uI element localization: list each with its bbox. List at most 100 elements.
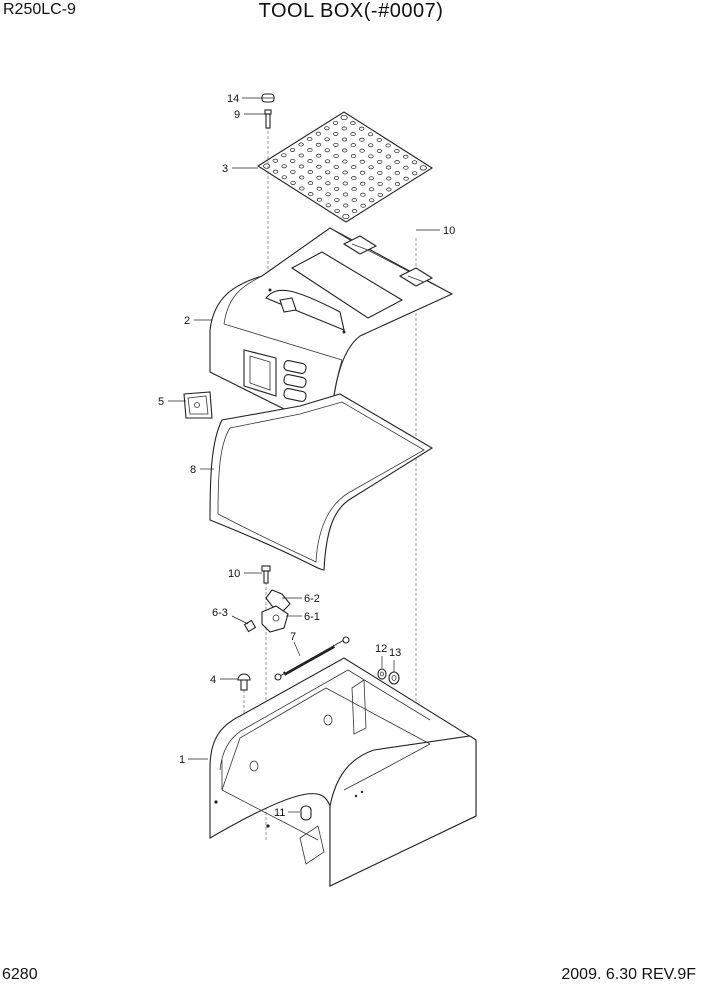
plate-hole xyxy=(333,175,340,180)
plate-hole xyxy=(324,137,330,142)
plate-hole xyxy=(340,114,348,121)
plate-hole xyxy=(324,148,330,153)
plate-hole xyxy=(377,159,383,164)
plate-hole xyxy=(394,160,400,165)
plate-hole xyxy=(351,165,357,170)
plate-hole xyxy=(290,180,296,185)
label-1: 1 xyxy=(179,754,185,766)
plate-hole xyxy=(307,181,314,186)
plate-hole xyxy=(316,175,322,180)
seal-frame xyxy=(209,393,434,571)
plate-hole xyxy=(342,170,348,175)
plate-hole xyxy=(342,148,348,153)
plate-hole xyxy=(325,170,331,175)
plate-hole xyxy=(385,154,391,159)
latch-plate xyxy=(183,391,213,419)
plate-hole xyxy=(394,182,401,187)
plate-hole xyxy=(351,198,357,203)
plate-hole xyxy=(360,181,366,186)
label-6-1: 6-1 xyxy=(304,611,320,623)
plate-hole xyxy=(360,192,366,197)
plate-hole xyxy=(351,176,357,181)
plate-hole xyxy=(333,164,339,169)
bolt-14 xyxy=(261,93,275,103)
toolbox-body xyxy=(209,657,477,887)
plate-hole xyxy=(307,170,313,175)
plate-hole xyxy=(315,142,322,147)
plate-hole xyxy=(368,165,374,170)
plate-hole xyxy=(324,159,331,164)
plate-hole xyxy=(377,181,383,186)
label-10-latch: 10 xyxy=(228,568,240,580)
model-name: R250LC-9 xyxy=(3,1,76,18)
plate-hole xyxy=(341,137,348,142)
plate-hole xyxy=(299,186,305,191)
plate-hole xyxy=(315,131,321,136)
bolt-10-latch xyxy=(261,565,271,584)
plate-hole xyxy=(343,203,349,208)
plate-hole xyxy=(360,203,366,208)
bolt-9 xyxy=(264,109,272,129)
plate-hole xyxy=(377,192,383,197)
plate-hole xyxy=(307,137,313,142)
plate-hole xyxy=(316,164,322,169)
plate-hole xyxy=(263,163,271,169)
label-3: 3 xyxy=(222,163,228,175)
latch-assembly xyxy=(243,589,291,633)
plate-hole xyxy=(324,126,330,131)
gas-spring xyxy=(274,636,350,681)
plate-hole xyxy=(350,121,356,126)
plate-hole xyxy=(359,126,365,131)
plate-hole xyxy=(394,149,400,154)
plate-hole xyxy=(290,169,296,174)
plate-hole xyxy=(333,153,339,158)
label-8: 8 xyxy=(190,464,196,476)
plate-hole xyxy=(298,142,304,147)
plate-hole xyxy=(316,153,322,158)
label-9: 9 xyxy=(234,109,240,121)
label-7: 7 xyxy=(290,631,296,643)
plate-hole xyxy=(351,209,358,214)
plate-hole xyxy=(368,187,375,192)
plate-hole xyxy=(325,192,331,197)
label-14: 14 xyxy=(227,93,239,105)
plate-hole xyxy=(298,164,305,169)
plate-hole xyxy=(412,171,418,176)
perforated-plate xyxy=(256,111,434,223)
plate-hole xyxy=(350,154,357,159)
plate-hole xyxy=(403,154,409,159)
plate-hole xyxy=(341,126,347,131)
plate-hole xyxy=(316,186,322,191)
plate-hole xyxy=(386,187,392,192)
plate-hole xyxy=(403,165,409,170)
plate-hole xyxy=(333,131,339,136)
plate-hole xyxy=(368,143,374,148)
label-12: 12 xyxy=(375,643,387,655)
plate-hole xyxy=(359,159,365,164)
plate-hole xyxy=(325,203,331,208)
label-6-2: 6-2 xyxy=(304,593,320,605)
leader-lines xyxy=(168,97,440,813)
plate-hole xyxy=(369,198,375,203)
plate-hole xyxy=(385,165,392,170)
plate-hole xyxy=(385,143,391,148)
plate-hole xyxy=(342,159,348,164)
page-title: TOOL BOX(-#0007) xyxy=(258,0,444,22)
page-number: 6280 xyxy=(2,966,38,983)
label-13: 13 xyxy=(389,647,401,659)
plate-hole xyxy=(308,192,314,197)
plate-hole xyxy=(281,153,287,158)
plate-hole xyxy=(367,132,374,137)
plate-hole xyxy=(376,148,383,153)
plate-hole xyxy=(351,187,357,192)
plate-hole xyxy=(411,160,418,165)
plate-hole xyxy=(325,181,331,186)
plate-hole xyxy=(332,120,339,125)
plate-hole xyxy=(386,176,392,181)
plate-hole xyxy=(377,170,383,175)
plate-hole xyxy=(376,137,382,142)
revision-date: 2009. 6.30 REV.9F xyxy=(561,966,696,983)
plate-hole xyxy=(368,154,374,159)
label-11: 11 xyxy=(274,807,285,819)
